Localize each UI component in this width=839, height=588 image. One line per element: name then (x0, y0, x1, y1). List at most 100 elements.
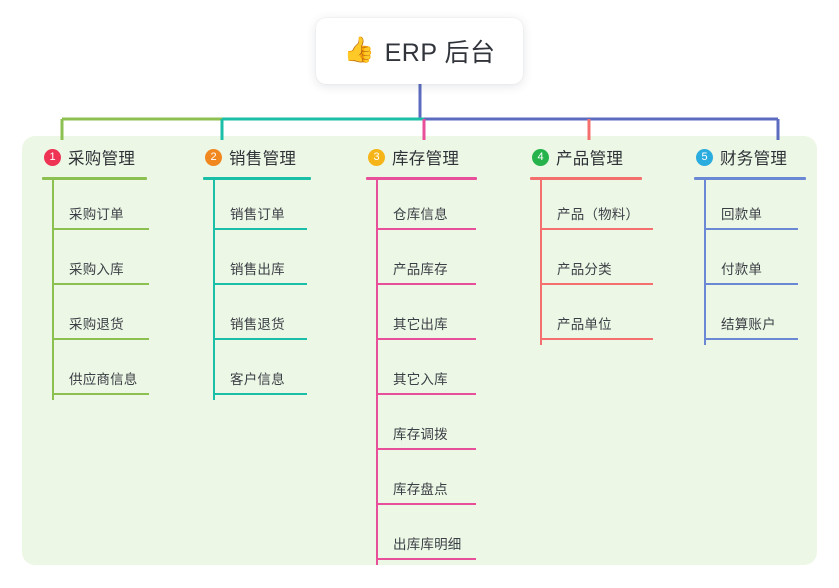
branch-header-2[interactable]: 2 销售管理 (203, 146, 311, 168)
branch-item-list: 回款单付款单结算账户 (694, 180, 806, 345)
branch-item[interactable]: 产品分类 (530, 235, 653, 290)
branch-item-label: 采购订单 (69, 207, 124, 222)
branch-number-badge: 1 (44, 148, 61, 166)
branch-item-underline (213, 228, 307, 230)
branch-item[interactable]: 采购退货 (42, 290, 149, 345)
branch-item-label: 客户信息 (230, 372, 285, 387)
branch-title: 库存管理 (392, 150, 460, 168)
branch-item-underline (376, 448, 476, 450)
branch-item-label: 产品（物料） (557, 207, 640, 222)
branch-item-label: 销售出库 (230, 262, 285, 277)
branch-item[interactable]: 仓库信息 (366, 180, 477, 235)
branch-item-underline (704, 228, 798, 230)
branch-item[interactable]: 库存盘点 (366, 455, 477, 510)
branch-item-underline (376, 503, 476, 505)
branch-column-4: 4 产品管理产品（物料） 产品分类产品单位 (530, 146, 653, 345)
branch-spine (540, 180, 542, 345)
branch-spine (52, 180, 54, 400)
branch-underline (694, 177, 806, 180)
branch-number-badge: 3 (368, 148, 385, 166)
branch-item-list: 产品（物料） 产品分类产品单位 (530, 180, 653, 345)
branch-item-underline (376, 338, 476, 340)
branch-item-label: 出库库明细 (393, 537, 462, 552)
branch-header-3[interactable]: 3 库存管理 (366, 146, 477, 168)
branch-spine (704, 180, 706, 345)
branch-title: 采购管理 (68, 150, 136, 168)
branch-item[interactable]: 其它出库 (366, 290, 477, 345)
branch-item[interactable]: 付款单 (694, 235, 806, 290)
branch-item[interactable]: 销售退货 (203, 290, 311, 345)
branch-item[interactable]: 其它入库 (366, 345, 477, 400)
branch-item[interactable]: 产品库存 (366, 235, 477, 290)
branch-item-label: 回款单 (721, 207, 763, 222)
branch-item-label: 销售订单 (230, 207, 285, 222)
branch-header-4[interactable]: 4 产品管理 (530, 146, 642, 168)
branch-underline (366, 177, 477, 180)
branch-item-list: 采购订单采购入库采购退货供应商信息 (42, 180, 149, 400)
branch-item[interactable]: 采购订单 (42, 180, 149, 235)
branch-spine (213, 180, 215, 400)
branch-item[interactable]: 客户信息 (203, 345, 311, 400)
branch-item-underline (213, 283, 307, 285)
root-title: ERP 后台 (384, 39, 496, 67)
branch-item-list: 仓库信息产品库存其它出库其它入库库存调拨库存盘点出库库明细 (366, 180, 477, 565)
branch-item[interactable]: 出库库明细 (366, 510, 477, 565)
branch-title: 销售管理 (229, 150, 297, 168)
branch-item[interactable]: 销售订单 (203, 180, 311, 235)
branch-item[interactable]: 产品（物料） (530, 180, 653, 235)
branch-number-badge: 2 (205, 148, 222, 166)
branch-spine (376, 180, 378, 565)
branch-item[interactable]: 库存调拨 (366, 400, 477, 455)
root-node[interactable]: 👍 ERP 后台 (316, 18, 523, 84)
branch-item-label: 库存调拨 (393, 427, 448, 442)
branch-item-underline (376, 558, 476, 560)
branch-item-underline (540, 283, 653, 285)
branch-underline (530, 177, 642, 180)
branch-header-1[interactable]: 1 采购管理 (42, 146, 147, 168)
branch-number-badge: 4 (532, 148, 549, 166)
branch-underline (42, 177, 147, 180)
branch-item-underline (376, 283, 476, 285)
branch-title: 财务管理 (720, 150, 788, 168)
thumbs-up-icon: 👍 (343, 35, 375, 64)
branch-item-underline (52, 338, 149, 340)
branch-column-3: 3 库存管理仓库信息产品库存其它出库其它入库库存调拨库存盘点出库库明细 (366, 146, 477, 565)
branch-item-underline (52, 283, 149, 285)
branch-item[interactable]: 采购入库 (42, 235, 149, 290)
branch-item-underline (213, 338, 307, 340)
branch-header-5[interactable]: 5 财务管理 (694, 146, 806, 168)
branch-item[interactable]: 销售出库 (203, 235, 311, 290)
branch-item-underline (376, 228, 476, 230)
branch-item-underline (540, 228, 653, 230)
branch-column-1: 1 采购管理采购订单采购入库采购退货供应商信息 (42, 146, 149, 400)
branch-number-badge: 5 (696, 148, 713, 166)
branch-item-label: 产品分类 (557, 262, 612, 277)
branch-item-label: 采购入库 (69, 262, 124, 277)
branch-item-underline (52, 393, 149, 395)
branch-item-label: 付款单 (721, 262, 763, 277)
branch-item-label: 产品单位 (557, 317, 612, 332)
branch-item[interactable]: 供应商信息 (42, 345, 149, 400)
branch-item-label: 采购退货 (69, 317, 124, 332)
branch-item-list: 销售订单销售出库销售退货客户信息 (203, 180, 311, 400)
branch-item-underline (213, 393, 307, 395)
branch-item[interactable]: 结算账户 (694, 290, 806, 345)
branch-item-label: 库存盘点 (393, 482, 448, 497)
branch-title: 产品管理 (556, 150, 624, 168)
branch-item-label: 产品库存 (393, 262, 448, 277)
branch-underline (203, 177, 311, 180)
branch-item-underline (52, 228, 149, 230)
branch-item-label: 销售退货 (230, 317, 285, 332)
branch-column-2: 2 销售管理销售订单销售出库销售退货客户信息 (203, 146, 311, 400)
branch-item-label: 供应商信息 (69, 372, 138, 387)
branch-column-5: 5 财务管理回款单付款单结算账户 (694, 146, 806, 345)
branch-item-underline (376, 393, 476, 395)
branch-item-underline (704, 283, 798, 285)
branch-item[interactable]: 产品单位 (530, 290, 653, 345)
branch-item-label: 其它出库 (393, 317, 448, 332)
content-panel (22, 136, 817, 565)
branch-item-label: 其它入库 (393, 372, 448, 387)
branch-item-label: 仓库信息 (393, 207, 448, 222)
branch-item[interactable]: 回款单 (694, 180, 806, 235)
